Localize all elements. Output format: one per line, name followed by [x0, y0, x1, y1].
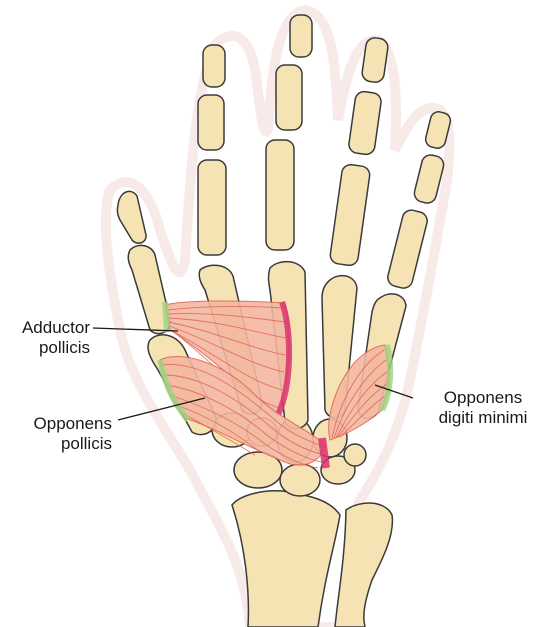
ring-middle-phalanx — [348, 90, 382, 155]
index-proximal-phalanx — [198, 160, 226, 255]
index-middle-phalanx — [198, 95, 224, 150]
middle-distal-phalanx — [290, 15, 312, 57]
lunate-bone — [280, 464, 320, 496]
ulna-bone — [335, 503, 392, 627]
opponens-pollicis-label-line2: pollicis — [12, 434, 112, 454]
opponens-digiti-minimi-label-line1: Opponens — [420, 388, 546, 408]
middle-middle-phalanx — [276, 65, 302, 130]
little-proximal-phalanx — [386, 208, 429, 290]
middle-proximal-phalanx — [266, 140, 294, 250]
opponens-pollicis-label-line1: Opponens — [12, 414, 112, 434]
opponens-pollicis-label: Opponens pollicis — [12, 414, 112, 454]
transverse-insertion — [322, 438, 326, 468]
radius-bone — [232, 491, 340, 627]
opponens-digiti-minimi-label-line2: digiti minimi — [420, 408, 546, 428]
adductor-pollicis-origin — [165, 302, 167, 332]
thumb-distal-phalanx — [117, 191, 146, 243]
adductor-pollicis-label-line1: Adductor — [6, 318, 90, 338]
adductor-pollicis-label-line2: pollicis — [6, 338, 90, 358]
index-distal-phalanx — [203, 45, 225, 87]
opponens-digiti-minimi-label: Opponens digiti minimi — [420, 388, 546, 428]
adductor-pollicis-label: Adductor pollicis — [6, 318, 90, 358]
pisiform-bone — [344, 444, 366, 466]
ring-proximal-phalanx — [329, 164, 371, 267]
